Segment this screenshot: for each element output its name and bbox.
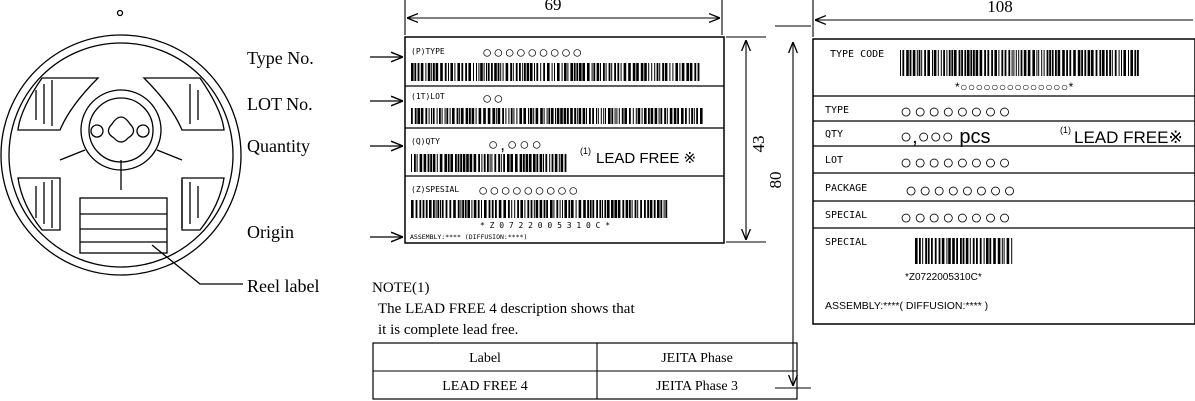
small-special-barcode	[411, 200, 668, 218]
large-row-lot-value: ○○○○○○○○	[900, 152, 1013, 174]
small-type-barcode	[411, 63, 700, 81]
small-assembly: ASSEMBLY:**** (DIFFUSION:****)	[410, 233, 527, 241]
large-type-code-text: *○○○○○○○○○○○○○○*	[955, 80, 1074, 94]
dim-small-width: 69	[545, 0, 562, 14]
large-row-lot-tag: LOT	[825, 155, 843, 166]
small-lot-value: ○○	[482, 89, 505, 108]
large-label-dimensions	[775, 0, 1193, 389]
large-barcode-text: *Z0722005310C*	[905, 272, 982, 283]
small-lead-free: LEAD FREE ※	[596, 150, 696, 167]
callout-type-no: Type No.	[247, 48, 314, 68]
callout-lot-no: LOT No.	[247, 94, 313, 114]
large-row-special-tag: SPECIAL	[825, 210, 867, 221]
large-type-code-barcode	[900, 50, 1139, 76]
table-header-label: Label	[469, 351, 501, 366]
small-label-dimensions	[404, 0, 766, 243]
small-type-tag: (P)TYPE	[411, 47, 445, 56]
large-row-qty-tag: QTY	[825, 129, 843, 140]
small-qty-value: ○,○○○	[488, 135, 544, 154]
small-special-tag: (Z)SPESIAL	[411, 185, 459, 194]
small-lot-tag: (1T)LOT	[411, 92, 445, 101]
large-row-type-tag: TYPE	[825, 105, 849, 116]
large-lead-free: LEAD FREE※	[1074, 128, 1183, 147]
large-label: TYPE CODE *○○○○○○○○○○○○○○* TYPE ○○○○○○○○…	[812, 38, 1195, 325]
large-row-package-tag: PACKAGE	[825, 183, 867, 194]
small-lead-free-sup: (1)	[580, 146, 591, 156]
large-type-code-tag: TYPE CODE	[830, 49, 884, 60]
small-qty-barcode	[411, 154, 567, 172]
table-cell-label: LEAD FREE 4	[442, 379, 528, 394]
large-assembly: ASSEMBLY:****( DIFFUSION:**** )	[825, 300, 988, 312]
small-label: (P)TYPE ○○○○○○○○○ (1T)LOT ○○ (Q)QTY ○,○○…	[404, 36, 725, 244]
small-barcode-text: * Z 0 7 2 2 0 0 5 3 1 0 C *	[480, 221, 610, 230]
note: NOTE(1) The LEAD FREE 4 description show…	[372, 280, 635, 338]
note-title: NOTE(1)	[372, 280, 429, 296]
dim-large-height: 80	[766, 172, 785, 189]
large-row-package-value: ○○○○○○○○	[905, 180, 1018, 202]
callout-origin: Origin	[247, 222, 294, 242]
dim-small-height: 43	[749, 136, 768, 153]
callout-reel-label: Reel label	[247, 276, 319, 296]
callout-quantity: Quantity	[247, 136, 310, 156]
callouts: Type No. LOT No. Quantity Origin Reel la…	[247, 48, 403, 296]
large-special-tag: SPECIAL	[825, 237, 867, 248]
small-special-value: ○○○○○○○○○	[478, 181, 579, 200]
table-cell-phase: JEITA Phase 3	[656, 379, 738, 394]
note-line-1: The LEAD FREE 4 description shows that	[378, 301, 635, 317]
large-row-special-value: ○○○○○○○○	[900, 207, 1013, 229]
small-lot-barcode	[411, 108, 703, 124]
small-qty-tag: (Q)QTY	[411, 137, 440, 146]
large-row-type-value: ○○○○○○○○	[900, 101, 1013, 123]
jeita-table: Label JEITA Phase LEAD FREE 4 JEITA Phas…	[372, 342, 798, 400]
small-type-value: ○○○○○○○○○	[482, 43, 583, 62]
dim-large-width: 108	[987, 0, 1013, 16]
large-row-qty-value: ○,○○○ pcs	[900, 126, 991, 148]
large-special-barcode	[915, 238, 1013, 264]
large-lead-free-sup: (1)	[1060, 125, 1071, 135]
reel-drawing	[0, 9, 243, 285]
note-line-2: it is complete lead free.	[378, 322, 518, 338]
large-rows	[813, 95, 1195, 229]
table-header-phase: JEITA Phase	[661, 351, 733, 366]
